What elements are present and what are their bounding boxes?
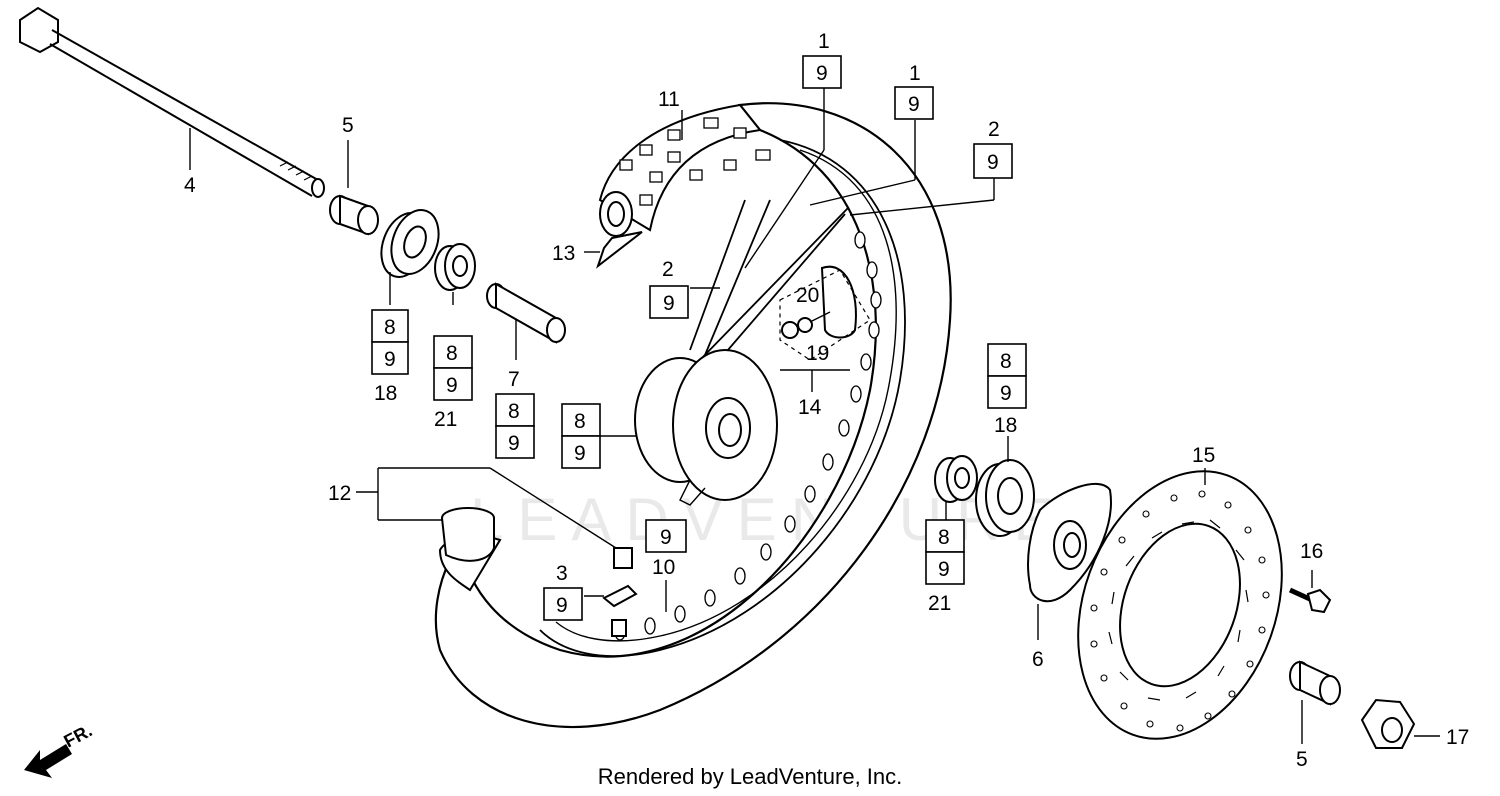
- callout-2a[interactable]: 2: [988, 118, 1000, 141]
- callout-7[interactable]: 7: [508, 368, 520, 391]
- distance-collar-part[interactable]: [486, 282, 566, 344]
- callout-21b-ref1: 8: [938, 526, 950, 549]
- callout-11[interactable]: 11: [658, 88, 680, 111]
- credit-text: Rendered by LeadVenture, Inc.: [597, 764, 903, 789]
- callout-1a[interactable]: 1: [818, 30, 830, 53]
- callout-18a[interactable]: 18: [374, 382, 397, 405]
- callout-21a[interactable]: 21: [434, 408, 457, 431]
- callout-1b-ref: 9: [908, 93, 920, 116]
- callout-4[interactable]: 4: [184, 174, 196, 197]
- axle-nut-part[interactable]: [1360, 698, 1416, 749]
- callout-21a-ref1: 8: [446, 342, 458, 365]
- callout-hub-ref2: 9: [574, 442, 586, 465]
- leader-lines: [189, 88, 1440, 744]
- callout-3[interactable]: 3: [556, 562, 568, 585]
- callout-5b[interactable]: 5: [1296, 748, 1308, 771]
- callout-18b-ref2: 9: [1000, 382, 1012, 405]
- bearing-part-right[interactable]: [934, 455, 978, 503]
- callout-2b-ref: 9: [663, 292, 675, 315]
- callout-14[interactable]: 14: [798, 396, 822, 419]
- callout-18a-ref1: 8: [384, 316, 396, 339]
- callout-18b-ref1: 8: [1000, 350, 1012, 373]
- callout-20[interactable]: 20: [796, 284, 819, 307]
- callout-21b[interactable]: 21: [928, 592, 951, 615]
- callout-21a-ref2: 9: [446, 374, 458, 397]
- callout-18b[interactable]: 18: [994, 414, 1017, 437]
- callout-12[interactable]: 12: [328, 482, 351, 505]
- callout-13[interactable]: 13: [552, 242, 575, 265]
- callout-6[interactable]: 6: [1032, 648, 1044, 671]
- callout-21b-ref2: 9: [938, 558, 950, 581]
- collar-part-bottom[interactable]: [1289, 660, 1341, 706]
- callout-15[interactable]: 15: [1192, 444, 1215, 467]
- callout-7-ref1: 8: [508, 400, 520, 423]
- collar-part-top[interactable]: [329, 194, 379, 236]
- callout-5a[interactable]: 5: [342, 114, 354, 137]
- callout-19[interactable]: 19: [806, 342, 829, 365]
- callout-2b[interactable]: 2: [662, 258, 674, 281]
- callout-17[interactable]: 17: [1446, 726, 1469, 749]
- dust-seal-part-right[interactable]: [975, 459, 1035, 537]
- callout-1b[interactable]: 1: [909, 62, 921, 85]
- callout-10-ref: 9: [660, 526, 672, 549]
- callout-18a-ref2: 9: [384, 348, 396, 371]
- callout-1a-ref: 9: [816, 62, 828, 85]
- axle-part[interactable]: [19, 6, 325, 198]
- callout-hub-ref1: 8: [574, 410, 586, 433]
- side-plate-part[interactable]: [1027, 482, 1112, 603]
- dust-seal-part-top[interactable]: [373, 203, 447, 283]
- callout-2a-ref: 9: [987, 151, 999, 174]
- callout-10[interactable]: 10: [652, 556, 675, 579]
- disc-bolt-part[interactable]: [1288, 587, 1332, 614]
- callouts: 1 9 1 9 2 9 2 9 11 13 4 5 8 9 18 8 9 21: [184, 30, 1469, 771]
- callout-7-ref2: 9: [508, 432, 520, 455]
- bearing-part-top[interactable]: [434, 243, 476, 291]
- callout-3-ref: 9: [556, 594, 568, 617]
- callout-16[interactable]: 16: [1300, 540, 1323, 563]
- wheel-assembly[interactable]: [434, 102, 952, 729]
- brake-disc-part[interactable]: [1043, 442, 1318, 767]
